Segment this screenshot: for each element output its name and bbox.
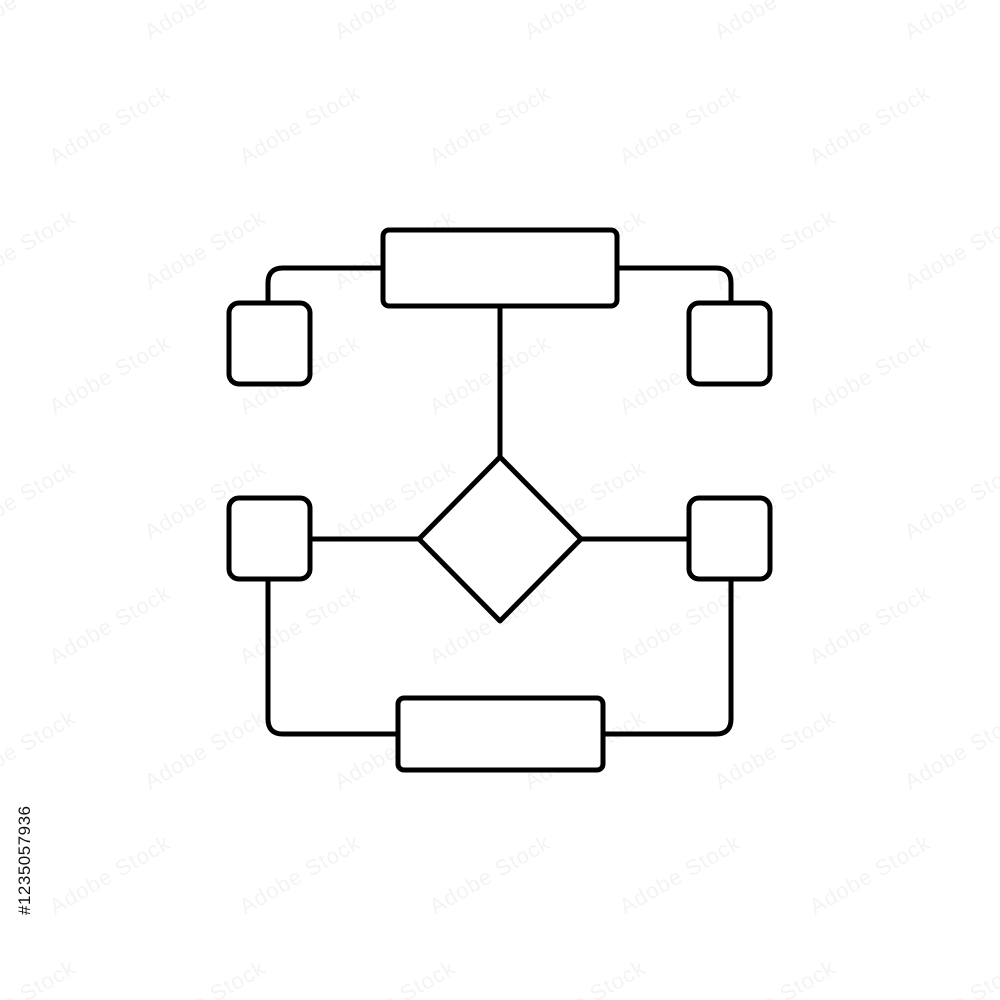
connector-middle-left-to-bottom — [265, 576, 401, 737]
node-top-left-box — [226, 300, 313, 387]
node-top-process — [380, 227, 620, 309]
stock-id-text: #1235057936 — [15, 805, 34, 915]
node-middle-left-box — [226, 495, 313, 582]
connector-middle-right-to-bottom — [600, 576, 734, 737]
node-middle-right-box — [686, 495, 773, 582]
connector-top-to-top-right — [614, 265, 734, 306]
node-bottom-process — [395, 695, 606, 773]
stock-id-label: #1235057936 — [15, 805, 34, 915]
node-decision-diamond — [416, 454, 584, 624]
connector-top-to-top-left — [265, 265, 386, 306]
node-top-right-box — [686, 300, 773, 387]
